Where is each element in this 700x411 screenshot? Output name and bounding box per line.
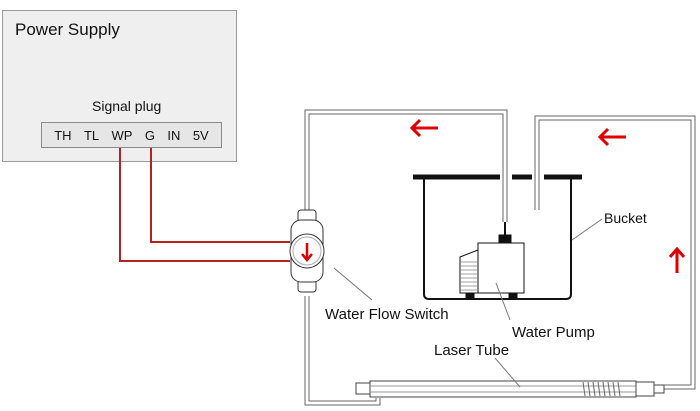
pin-wp: WP (111, 127, 133, 143)
pump-body (477, 242, 525, 294)
leader-lines (333, 218, 603, 388)
pipe-bottom-inner (308, 296, 377, 402)
pump-foot-right (508, 292, 518, 300)
signal-plug: TH TL WP G IN 5V (41, 122, 222, 148)
leader-pump (495, 282, 511, 321)
flow-arrow-left-2 (597, 127, 626, 147)
signal-wires (119, 148, 290, 262)
label-laser-tube: Laser Tube (434, 342, 510, 359)
signal-plug-title: Signal plug (92, 98, 162, 114)
pipe-outlet-inner (308, 113, 504, 222)
pin-th: TH (54, 127, 72, 143)
leader-laser-tube (494, 357, 521, 388)
flow-switch-arrow-icon (301, 243, 313, 262)
laser-tube-coil (582, 381, 621, 397)
water-pump (459, 222, 525, 300)
flow-arrow-up (668, 246, 686, 273)
bucket-body (423, 178, 572, 300)
pipe-return-outer (534, 115, 696, 390)
wire-wp (119, 148, 290, 262)
flow-arrow-left-1 (409, 118, 438, 138)
leader-bucket (571, 218, 603, 241)
pin-5v: 5V (192, 127, 209, 143)
pump-foot-left (465, 292, 475, 300)
pin-tl: TL (83, 127, 100, 143)
label-bucket: Bucket (604, 210, 647, 226)
label-water-pump: Water Pump (512, 324, 595, 341)
pin-g: G (144, 127, 156, 143)
leader-flow-switch (333, 267, 373, 301)
pipe-outlet-outer (304, 109, 508, 222)
pin-in: IN (167, 127, 181, 143)
laser-tube (355, 380, 665, 398)
pipe-bottom-outer (304, 296, 381, 406)
pump-fins (459, 249, 479, 294)
power-supply-title: Power Supply (15, 20, 120, 39)
wire-g (150, 148, 290, 243)
pump-outlet (498, 234, 512, 244)
water-pipes (304, 109, 696, 406)
pipe-return-inner (538, 119, 692, 386)
bucket (413, 174, 582, 300)
label-water-flow-switch: Water Flow Switch (325, 306, 449, 323)
